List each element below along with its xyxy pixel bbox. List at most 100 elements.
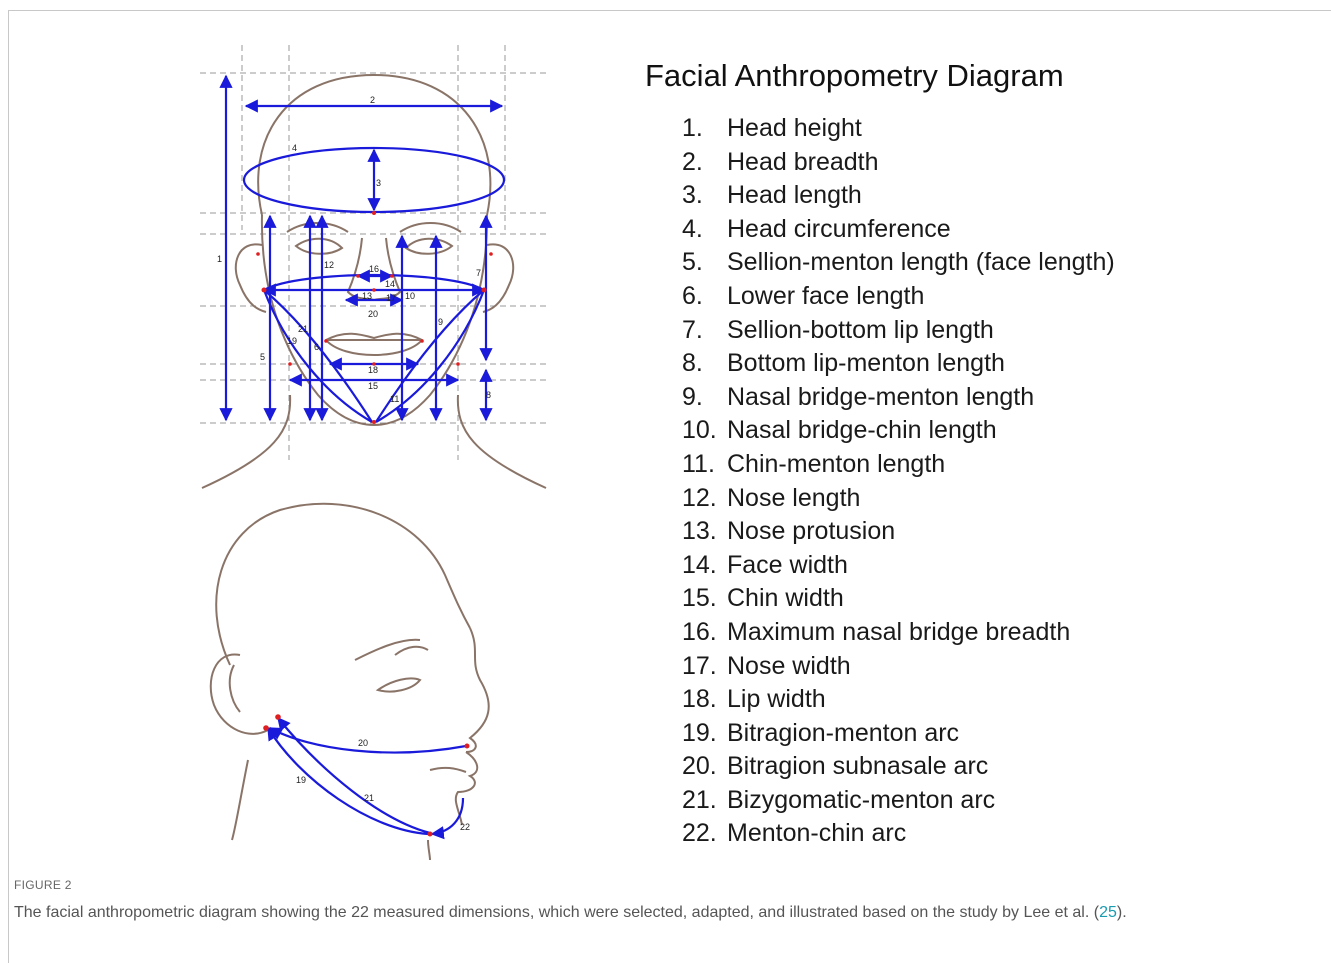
diagram-title: Facial Anthropometry Diagram: [645, 58, 1064, 94]
legend-item: 9.Nasal bridge-menton length: [682, 381, 1115, 415]
reference-link[interactable]: 25: [1099, 904, 1117, 921]
head-outline: [202, 75, 546, 488]
legend-number: 10.: [682, 414, 727, 448]
label-19: 19: [287, 336, 297, 346]
legend-text: Bitragion-menton arc: [727, 717, 959, 751]
front-view-drawing: 1 2 3 4 5 6 7 8 9 10 11 12 13 14 15 16 1…: [200, 45, 548, 488]
label-21: 21: [298, 324, 308, 334]
figure-label: FIGURE 2: [14, 878, 72, 892]
legend-text: Maximum nasal bridge breadth: [727, 616, 1070, 650]
legend-item: 7.Sellion-bottom lip length: [682, 314, 1115, 348]
caption-tail: ).: [1117, 904, 1127, 921]
legend-number: 14.: [682, 549, 727, 583]
legend-text: Head height: [727, 112, 862, 146]
legend-number: 13.: [682, 515, 727, 549]
legend-text: Sellion-bottom lip length: [727, 314, 994, 348]
legend-number: 7.: [682, 314, 727, 348]
label-5: 5: [260, 352, 265, 362]
legend-number: 18.: [682, 683, 727, 717]
legend-text: Nasal bridge-chin length: [727, 414, 997, 448]
label-14: 14: [385, 279, 395, 289]
legend-item: 6.Lower face length: [682, 280, 1115, 314]
legend-item: 11.Chin-menton length: [682, 448, 1115, 482]
label-side-22: 22: [460, 822, 470, 832]
legend-number: 3.: [682, 179, 727, 213]
legend-text: Bitragion subnasale arc: [727, 750, 988, 784]
legend-number: 17.: [682, 650, 727, 684]
anthropometry-illustration: 1 2 3 4 5 6 7 8 9 10 11 12 13 14 15 16 1…: [0, 0, 640, 870]
legend-text: Head breadth: [727, 146, 879, 180]
legend-number: 1.: [682, 112, 727, 146]
label-9: 9: [438, 317, 443, 327]
legend-number: 12.: [682, 482, 727, 516]
label-12: 12: [324, 260, 334, 270]
label-11: 11: [390, 394, 399, 404]
label-17: 17: [386, 293, 396, 303]
legend-number: 9.: [682, 381, 727, 415]
front-measure-labels: 1 2 3 4 5 6 7 8 9 10 11 12 13 14 15 16 1…: [217, 95, 491, 404]
legend-text: Face width: [727, 549, 848, 583]
legend-item: 18.Lip width: [682, 683, 1115, 717]
legend-number: 8.: [682, 347, 727, 381]
label-4: 4: [292, 143, 297, 153]
legend-item: 20.Bitragion subnasale arc: [682, 750, 1115, 784]
label-20: 20: [368, 309, 378, 319]
legend-item: 5.Sellion-menton length (face length): [682, 246, 1115, 280]
legend-number: 16.: [682, 616, 727, 650]
legend-text: Nose width: [727, 650, 851, 684]
measurement-lines: [226, 76, 504, 422]
legend-number: 2.: [682, 146, 727, 180]
label-16: 16: [369, 264, 379, 274]
legend-item: 10.Nasal bridge-chin length: [682, 414, 1115, 448]
label-10: 10: [405, 291, 415, 301]
legend-item: 1.Head height: [682, 112, 1115, 146]
measurement-legend: 1.Head height 2.Head breadth 3.Head leng…: [682, 112, 1115, 851]
label-side-21: 21: [364, 793, 374, 803]
legend-text: Bizygomatic-menton arc: [727, 784, 995, 818]
figure-caption: The facial anthropometric diagram showin…: [14, 902, 1304, 924]
legend-text: Nasal bridge-menton length: [727, 381, 1034, 415]
legend-number: 15.: [682, 582, 727, 616]
legend-item: 2.Head breadth: [682, 146, 1115, 180]
legend-text: Nose protusion: [727, 515, 895, 549]
label-2: 2: [370, 95, 375, 105]
legend-item: 15.Chin width: [682, 582, 1115, 616]
label-8: 8: [486, 390, 491, 400]
label-6: 6: [314, 342, 319, 352]
label-side-19: 19: [296, 775, 306, 785]
legend-number: 20.: [682, 750, 727, 784]
legend-text: Sellion-menton length (face length): [727, 246, 1115, 280]
legend-item: 17.Nose width: [682, 650, 1115, 684]
legend-number: 11.: [682, 448, 727, 482]
legend-text: Menton-chin arc: [727, 817, 906, 851]
legend-item: 13.Nose protusion: [682, 515, 1115, 549]
legend-text: Lip width: [727, 683, 826, 717]
legend-number: 19.: [682, 717, 727, 751]
legend-item: 8.Bottom lip-menton length: [682, 347, 1115, 381]
label-7: 7: [476, 268, 481, 278]
guide-lines: [200, 45, 548, 460]
legend-item: 3.Head length: [682, 179, 1115, 213]
legend-text: Bottom lip-menton length: [727, 347, 1005, 381]
legend-number: 5.: [682, 246, 727, 280]
side-view-drawing: 19 20 21 22: [211, 504, 489, 860]
legend-text: Lower face length: [727, 280, 924, 314]
legend-item: 19.Bitragion-menton arc: [682, 717, 1115, 751]
label-13: 13: [362, 291, 372, 301]
label-18: 18: [368, 365, 378, 375]
legend-item: 16.Maximum nasal bridge breadth: [682, 616, 1115, 650]
legend-text: Head circumference: [727, 213, 951, 247]
legend-number: 4.: [682, 213, 727, 247]
legend-number: 21.: [682, 784, 727, 818]
legend-text: Chin-menton length: [727, 448, 945, 482]
legend-number: 6.: [682, 280, 727, 314]
legend-item: 12.Nose length: [682, 482, 1115, 516]
legend-text: Nose length: [727, 482, 860, 516]
legend-number: 22.: [682, 817, 727, 851]
side-landmark-points: [263, 714, 469, 836]
legend-item: 14.Face width: [682, 549, 1115, 583]
legend-text: Chin width: [727, 582, 844, 616]
legend-item: 4.Head circumference: [682, 213, 1115, 247]
legend-item: 21.Bizygomatic-menton arc: [682, 784, 1115, 818]
label-3: 3: [376, 178, 381, 188]
